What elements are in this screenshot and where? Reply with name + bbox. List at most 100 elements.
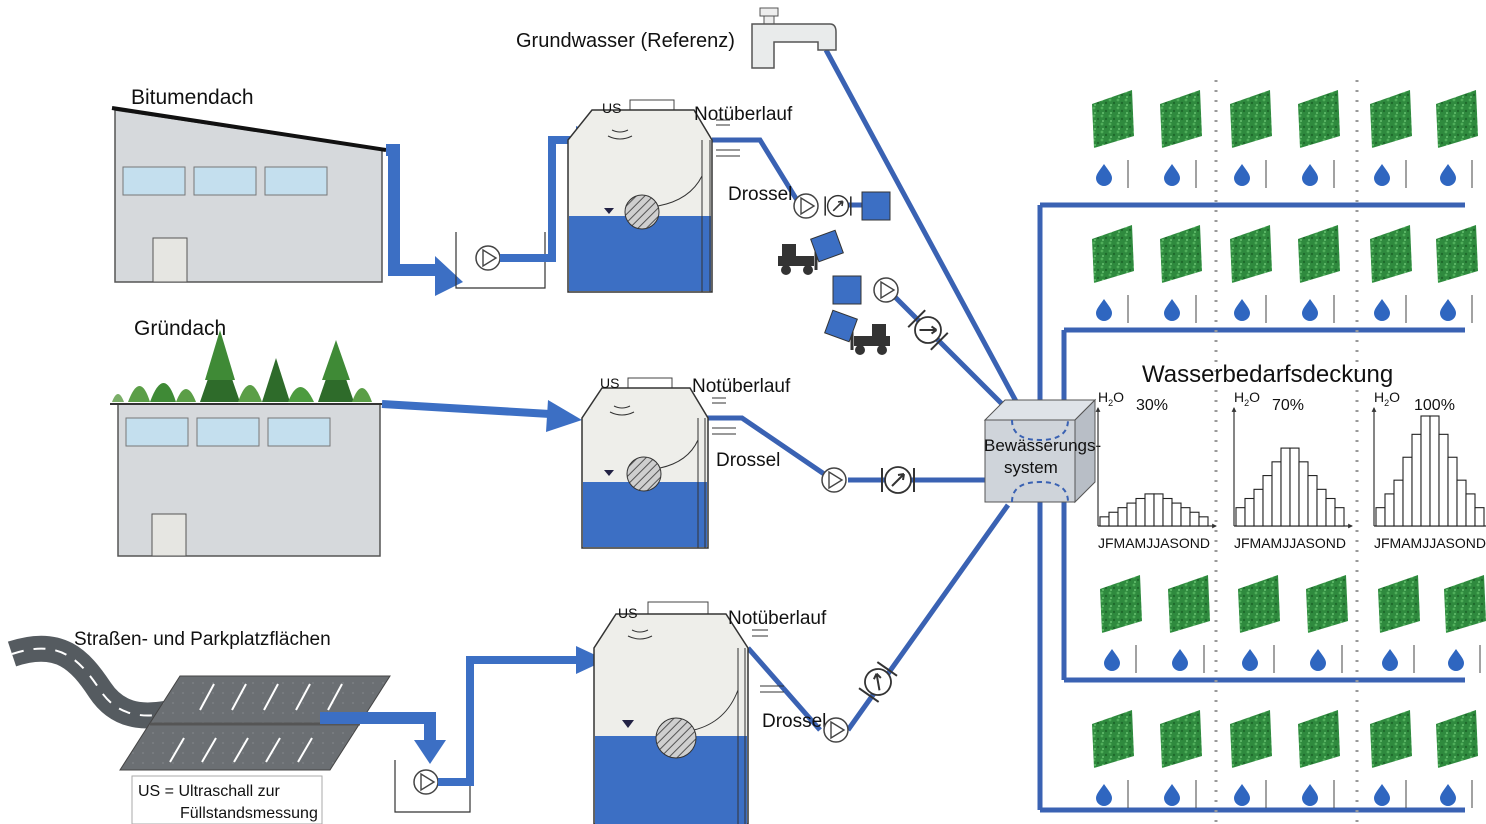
container-icon <box>832 275 862 305</box>
demand-bar <box>1244 497 1255 527</box>
demand-bar <box>1393 479 1404 527</box>
months-label: JFMAMJJASOND <box>1234 535 1346 551</box>
pump-icon <box>793 193 819 219</box>
green-wall-panel <box>1238 575 1280 633</box>
ultrasound-icon <box>607 129 633 140</box>
demand-bar <box>1334 507 1345 527</box>
bitumen-roof-label: Bitumendach <box>131 86 254 109</box>
green-wall-panel <box>1092 90 1134 148</box>
demand-charts: H2O 30% JFMAMJJASOND H2O 70% JFMAMJJASOND H2O 1… <box>1095 389 1486 551</box>
bitumen-arrow-icon <box>435 256 463 296</box>
demand-bar <box>1162 497 1173 527</box>
coverage-label: 70% <box>1272 397 1304 414</box>
water-drop-icon <box>1448 649 1464 671</box>
demand-bar <box>1375 507 1386 527</box>
water-drop-icon <box>1374 784 1390 806</box>
green-wall-panel <box>1230 90 1272 148</box>
pump-icon <box>823 717 849 743</box>
tank1-overflow-pipe <box>712 137 803 207</box>
irrigation-system-box <box>983 398 1097 504</box>
green-wall-panel <box>1160 225 1202 283</box>
axis-label: H2O <box>1234 389 1260 408</box>
axis-label: H2O <box>1374 389 1400 408</box>
green-roof-label: Gründach <box>134 317 226 340</box>
demand-bar <box>1144 493 1155 527</box>
green-wall-panel <box>1298 225 1340 283</box>
water-drop-icon <box>1096 164 1112 186</box>
pump-icon <box>873 277 899 303</box>
water-drop-icon <box>1172 649 1188 671</box>
demand-bar <box>1280 447 1291 527</box>
green-wall-panel <box>1370 90 1412 148</box>
ultrasound-icon <box>609 405 635 416</box>
tank1-us-label: US <box>602 100 621 116</box>
demand-bar <box>1474 507 1485 527</box>
water-drop-icon <box>1096 299 1112 321</box>
axis-label: H2O <box>1098 389 1124 408</box>
pipes <box>705 48 1465 813</box>
tank1-throttle-label: Drossel <box>728 184 792 205</box>
demand-bar <box>1135 497 1146 527</box>
water-drop-icon <box>1374 299 1390 321</box>
months-label: JFMAMJJASOND <box>1374 535 1486 551</box>
coverage-label: 100% <box>1414 397 1455 414</box>
vertical-garden-grid <box>1092 90 1486 808</box>
tank2-throttle-label: Drossel <box>716 450 780 471</box>
legend-box <box>131 775 323 824</box>
tank2-overflow-label: Notüberlauf <box>692 376 791 397</box>
water-drop-icon <box>1104 649 1120 671</box>
green-wall-panel <box>1370 710 1412 768</box>
water-drop-icon <box>1440 299 1456 321</box>
demand-chart: H2O 100% JFMAMJJASOND <box>1371 389 1486 551</box>
container-icon <box>861 191 891 221</box>
green-roof-building <box>110 403 385 557</box>
tank3-us-label: US <box>618 605 637 621</box>
green-wall-panel <box>1160 710 1202 768</box>
green-wall-panel <box>1230 710 1272 768</box>
pump-icon <box>413 769 439 795</box>
water-drop-icon <box>1440 784 1456 806</box>
demand-bar <box>1117 507 1128 527</box>
legend-line1: US = Ultraschall zur <box>138 783 280 800</box>
green-wall-panel <box>1436 710 1478 768</box>
bitumen-downpipe <box>386 144 440 276</box>
demand-bar <box>1153 493 1164 527</box>
demand-bar <box>1235 507 1246 527</box>
green-wall-panel <box>1230 225 1272 283</box>
demand-bar <box>1189 511 1200 527</box>
demand-bar <box>1420 415 1431 527</box>
green-wall-panel <box>1298 90 1340 148</box>
tank1-overflow-label: Notüberlauf <box>694 104 793 125</box>
demand-bar <box>1108 511 1119 527</box>
water-drop-icon <box>1242 649 1258 671</box>
demand-bar <box>1307 475 1318 527</box>
flow-meter-icon <box>881 466 915 494</box>
water-drop-icon <box>1164 164 1180 186</box>
demand-chart: H2O 30% JFMAMJJASOND <box>1095 389 1217 551</box>
groundwater-label: Grundwasser (Referenz) <box>516 30 735 52</box>
green-wall-panel <box>1436 90 1478 148</box>
water-drop-icon <box>1234 784 1250 806</box>
water-drop-icon <box>1234 164 1250 186</box>
irrigation-system-line2: system <box>1004 458 1058 477</box>
green-wall-panel <box>1306 575 1348 633</box>
demand-bar <box>1456 479 1467 527</box>
demand-bar <box>1429 415 1440 527</box>
forklift-icon <box>776 229 844 277</box>
green-wall-panel <box>1092 225 1134 283</box>
months-label: JFMAMJJASOND <box>1098 535 1210 551</box>
water-drop-icon <box>1164 299 1180 321</box>
water-drop-icon <box>1302 164 1318 186</box>
groundwater-pipe <box>823 48 1021 407</box>
ultrasound-icon <box>627 629 653 640</box>
tank3-overflow-label: Notüberlauf <box>728 608 827 629</box>
demand-bar <box>1271 461 1282 527</box>
coverage-label: 30% <box>1136 397 1168 414</box>
green-wall-panel <box>1160 90 1202 148</box>
legend-line2: Füllstandsmessung <box>180 805 318 822</box>
truck-pipe <box>886 288 1012 414</box>
water-drop-icon <box>1440 164 1456 186</box>
water-drop-icon <box>1164 784 1180 806</box>
